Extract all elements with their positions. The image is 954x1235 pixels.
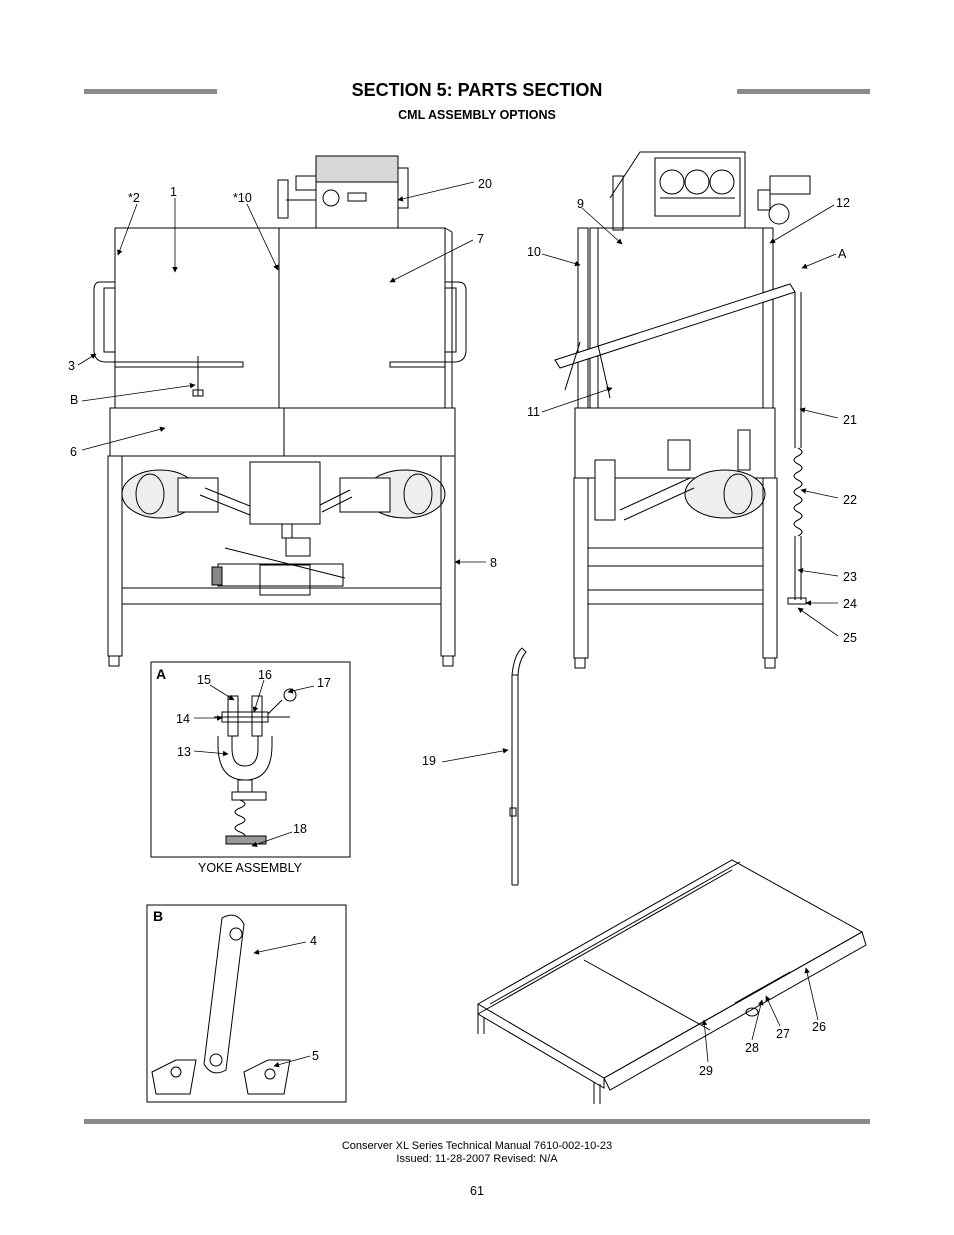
callout-23: 23 <box>843 570 857 584</box>
callout-26: 26 <box>812 1020 826 1034</box>
detail-a-box <box>150 661 351 858</box>
callout-10: 10 <box>527 245 541 259</box>
callout-13: 13 <box>177 745 191 759</box>
callout-20: 20 <box>478 177 492 191</box>
detail-a-caption: YOKE ASSEMBLY <box>198 861 303 875</box>
footer-rule <box>84 1119 870 1124</box>
header-rule-left <box>84 89 217 94</box>
side-view-drawing <box>554 151 811 669</box>
page-number: 61 <box>470 1184 484 1198</box>
callout-2-starred: *2 <box>128 191 140 205</box>
callout-4: 4 <box>310 934 317 948</box>
callout-17: 17 <box>317 676 331 690</box>
rod-19-drawing <box>509 647 527 886</box>
callout-21: 21 <box>843 413 857 427</box>
leader-lines <box>77 181 839 1068</box>
callout-24: 24 <box>843 597 857 611</box>
callout-16: 16 <box>258 668 272 682</box>
callout-19: 19 <box>422 754 436 768</box>
rack-drawing <box>476 859 867 1104</box>
callout-22: 22 <box>843 493 857 507</box>
footer-manual-title: Conserver XL Series Technical Manual 761… <box>341 1140 613 1152</box>
detail-b-box <box>146 904 347 1103</box>
callout-1: 1 <box>170 185 177 199</box>
header-rule-right <box>737 89 870 94</box>
callout-10-starred: *10 <box>233 191 252 205</box>
callout-18: 18 <box>293 822 307 836</box>
callout-28: 28 <box>745 1041 759 1055</box>
page-title: SECTION 5: PARTS SECTION <box>351 80 603 100</box>
callout-7: 7 <box>477 232 484 246</box>
callout-9: 9 <box>577 197 584 211</box>
callout-6: 6 <box>70 445 77 459</box>
callout-A-side: A <box>838 247 847 261</box>
callout-15: 15 <box>197 673 211 687</box>
front-view-drawing <box>93 155 467 667</box>
callout-27: 27 <box>776 1027 790 1041</box>
callout-11: 11 <box>527 405 540 419</box>
page-subtitle: CML ASSEMBLY OPTIONS <box>398 108 556 122</box>
callout-12: 12 <box>836 196 850 210</box>
callout-8: 8 <box>490 556 497 570</box>
callout-29: 29 <box>699 1064 713 1078</box>
footer-issue-info: Issued: 11-28-2007 Revised: N/A <box>396 1153 558 1165</box>
detail-b-letter: B <box>153 908 163 924</box>
detail-a-letter: A <box>156 666 166 682</box>
callout-14: 14 <box>176 712 190 726</box>
callout-5: 5 <box>312 1049 319 1063</box>
callout-25: 25 <box>843 631 857 645</box>
callout-B-front: B <box>70 393 78 407</box>
callout-3: 3 <box>68 359 75 373</box>
